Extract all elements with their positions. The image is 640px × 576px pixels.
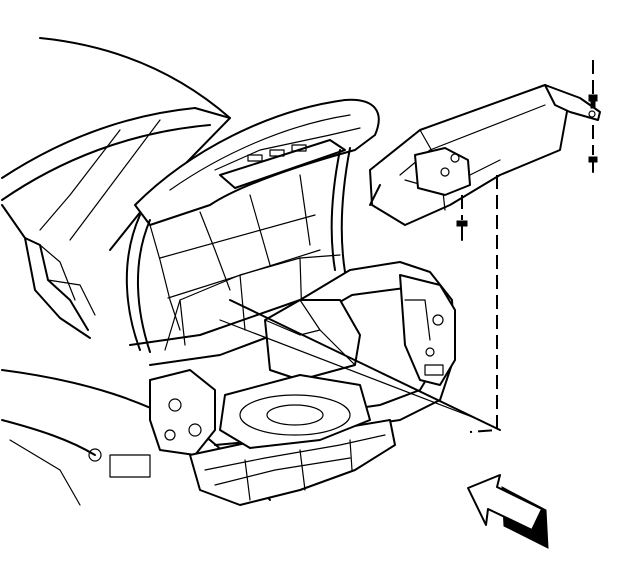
direction-arrow-icon bbox=[467, 474, 549, 549]
bolt-icon bbox=[456, 94, 598, 241]
trunk-compartment-icon bbox=[129, 254, 501, 506]
sedan-rear-body-icon bbox=[1, 37, 271, 506]
bracket-panel-icon bbox=[369, 84, 601, 226]
alignment-centerlines bbox=[461, 60, 594, 433]
open-trunk-lid-icon bbox=[125, 98, 380, 353]
